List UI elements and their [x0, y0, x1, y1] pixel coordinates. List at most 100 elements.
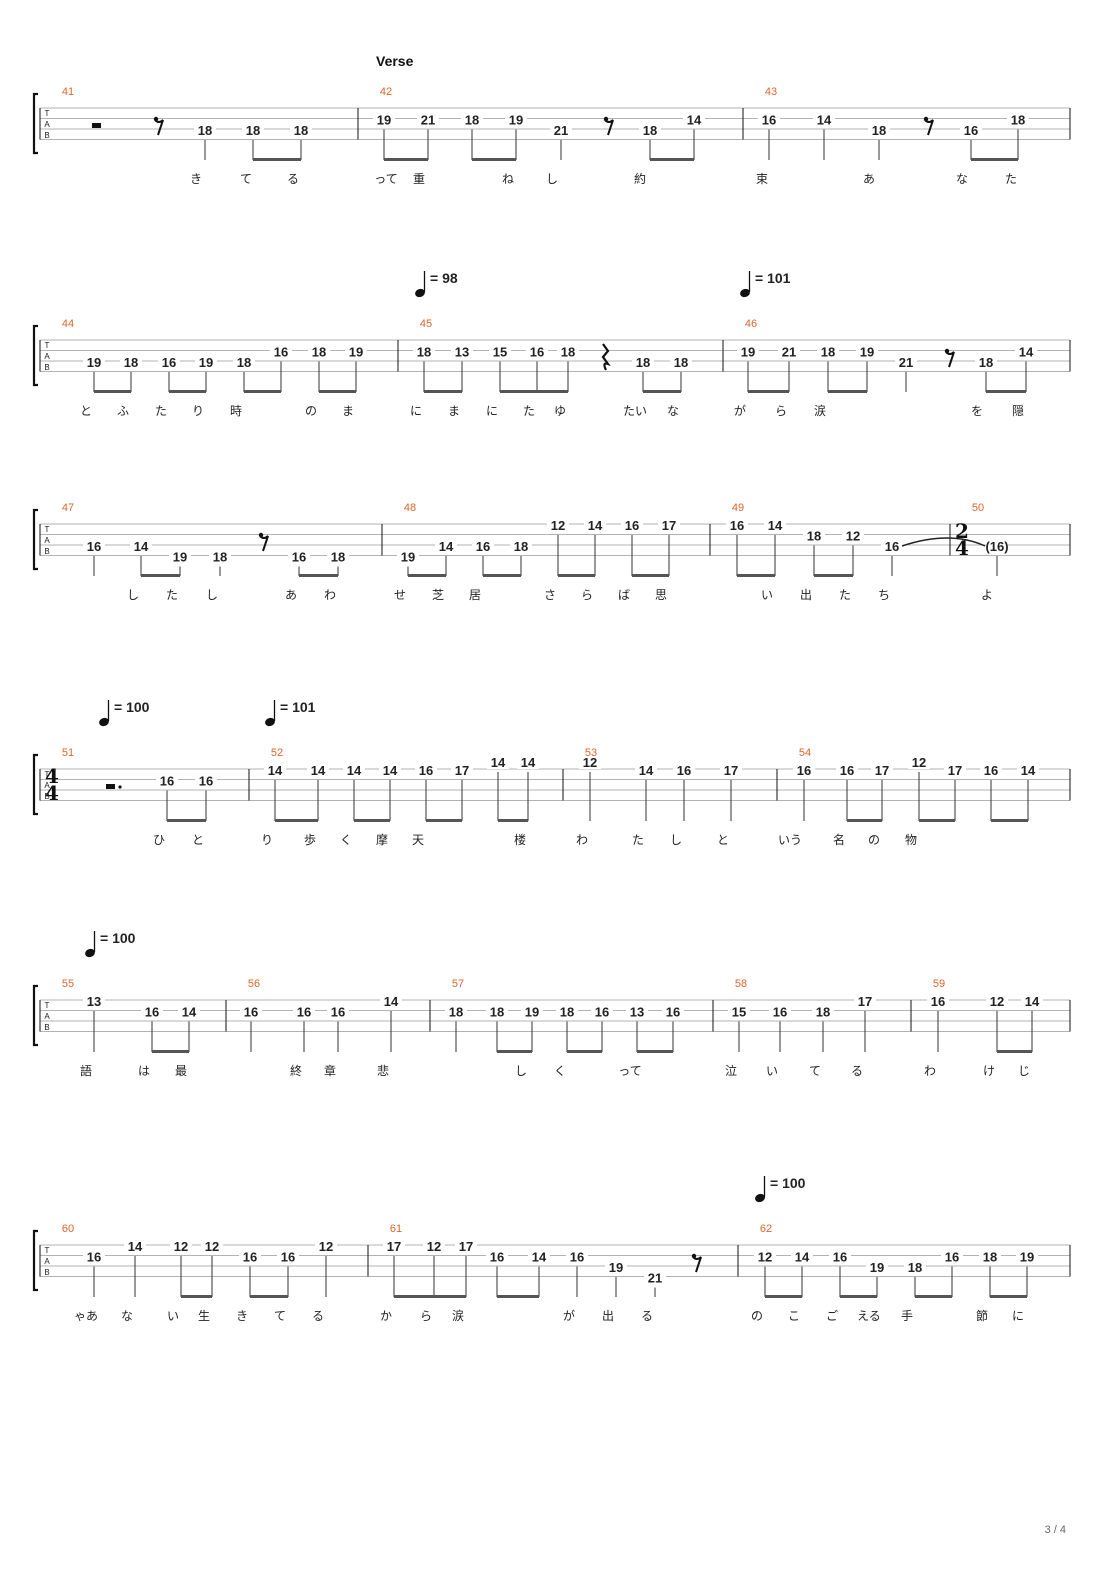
fret-number: (16)	[985, 539, 1008, 554]
fret-bg	[904, 1262, 926, 1274]
fret-bg	[264, 765, 286, 777]
lyric-syllable: ば	[618, 588, 630, 602]
lyric-syllable: の	[305, 404, 317, 418]
lyric-syllable: が	[563, 1308, 575, 1323]
fret-number: 18	[807, 529, 821, 544]
lyric-syllable: て	[240, 172, 252, 186]
beam	[991, 819, 1028, 822]
lyric-syllable: し	[127, 588, 139, 602]
lyric-syllable: は	[138, 1064, 150, 1078]
beam	[919, 819, 955, 822]
fret-bg	[505, 114, 527, 127]
measure-number: 59	[933, 978, 945, 990]
lyric-syllable: たい	[623, 404, 647, 418]
fret-number: 19	[87, 355, 101, 370]
fret-bg	[854, 996, 876, 1008]
tab-label-t: T	[45, 341, 50, 350]
tie-curve	[901, 537, 986, 547]
fret-number: 13	[87, 994, 101, 1009]
lyric-syllable: い	[761, 588, 773, 602]
fret-bg	[156, 775, 178, 788]
measure-number: 60	[62, 1223, 74, 1235]
fret-number: 14	[521, 755, 536, 770]
lyric-syllable: と	[192, 833, 204, 847]
lyric-syllable: 章	[324, 1063, 336, 1078]
tab-label-b: B	[44, 1023, 49, 1032]
lyric-syllable: ゆ	[554, 404, 566, 418]
beam	[152, 1050, 189, 1053]
fret-bg	[547, 520, 569, 532]
fret-bg	[380, 996, 402, 1008]
fret-number: 17	[858, 994, 872, 1009]
fret-bg	[1021, 996, 1043, 1008]
lyric-syllable: 物	[905, 833, 917, 847]
beam	[181, 1295, 212, 1298]
lyric-syllable: 出	[602, 1309, 614, 1323]
measure-number: 49	[732, 502, 744, 514]
fret-number: 16	[773, 1005, 787, 1020]
lyric-syllable: る	[851, 1064, 863, 1078]
measure-number: 55	[62, 978, 74, 990]
fret-number: 14	[817, 113, 832, 128]
beam	[424, 390, 462, 393]
fret-number: 16	[87, 1250, 101, 1265]
tab-label-b: B	[44, 363, 49, 372]
fret-bg	[83, 996, 105, 1008]
lyric-syllable: か	[380, 1309, 392, 1323]
lyric-syllable: り	[261, 833, 273, 847]
fret-number: 14	[639, 763, 654, 778]
fret-bg	[195, 775, 217, 788]
measure-number: 47	[62, 502, 74, 514]
tab-label-t: T	[45, 1246, 50, 1255]
beam	[141, 574, 180, 577]
fret-number: 21	[648, 1271, 662, 1286]
lyric-syllable: と	[80, 404, 92, 418]
fret-number: 21	[554, 123, 568, 138]
tab-label-b: B	[44, 547, 49, 556]
fret-number: 16	[331, 1005, 345, 1020]
lyric-syllable: に	[410, 404, 422, 418]
measure-number: 48	[404, 502, 416, 514]
fret-number: 14	[311, 763, 326, 778]
fret-bg	[170, 1241, 192, 1253]
fret-number: 18	[561, 345, 575, 360]
lyric-syllable: た	[523, 404, 535, 418]
tempo-note-icon	[99, 717, 109, 727]
eighth-rest-dot	[691, 1253, 697, 1259]
section-label: Verse	[376, 53, 414, 69]
time-signature-bottom: 4	[45, 781, 59, 805]
fret-bg	[201, 1241, 223, 1253]
fret-bg	[591, 1006, 613, 1019]
fret-bg	[557, 346, 579, 359]
fret-bg	[644, 1272, 666, 1285]
fret-number: 18	[979, 355, 993, 370]
fret-bg	[158, 357, 180, 369]
fret-number: 16	[87, 539, 101, 554]
fret-number: 18	[490, 1005, 504, 1020]
eighth-rest-icon	[604, 119, 614, 136]
measure-number: 52	[271, 747, 283, 759]
fret-bg	[397, 551, 419, 564]
fret-number: 18	[124, 355, 138, 370]
fret-bg	[829, 1251, 851, 1264]
beam	[971, 158, 1018, 161]
fret-bg	[683, 114, 705, 127]
fret-number: 16	[244, 1005, 258, 1020]
lyric-syllable: いう	[778, 833, 802, 847]
fret-bg	[195, 357, 217, 369]
fret-number: 12	[583, 755, 597, 770]
fret-number: 12	[319, 1239, 333, 1254]
fret-number: 19	[741, 345, 755, 360]
lyric-syllable: ま	[448, 404, 460, 418]
lyric-syllable: た	[1005, 172, 1017, 186]
fret-bg	[662, 1006, 684, 1019]
fret-number: 14	[182, 1005, 197, 1020]
beam	[748, 390, 789, 393]
eighth-rest-dot	[944, 348, 950, 354]
system-bracket	[32, 324, 38, 387]
tab-label-a: A	[44, 352, 50, 361]
fret-bg	[1016, 1251, 1038, 1264]
time-signature-bottom: 4	[955, 536, 969, 560]
fret-number: 16	[762, 113, 776, 128]
lyric-syllable: た	[839, 588, 851, 602]
